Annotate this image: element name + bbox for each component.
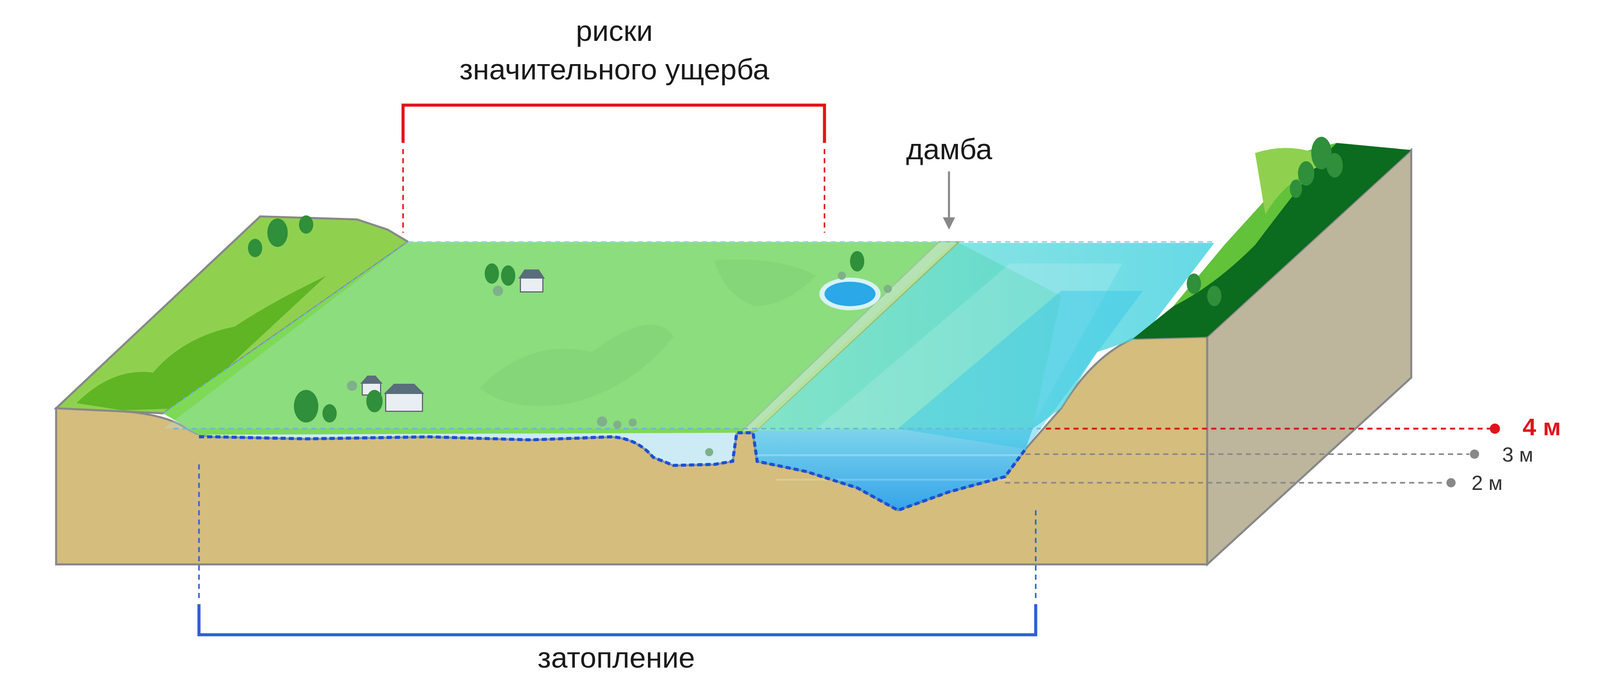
illustration-part	[484, 263, 500, 284]
illustration-part	[757, 453, 1021, 456]
illustration-part	[403, 148, 825, 233]
illustration-part	[346, 271, 892, 456]
illustration-part	[1045, 427, 1490, 430]
illustration-part	[775, 478, 1011, 481]
illustration-part	[198, 603, 1036, 635]
wrap-spacer	[444, 11, 536, 50]
illustration-part	[704, 447, 714, 456]
illustration-part	[943, 217, 956, 230]
level-markers	[1005, 423, 1501, 487]
illustration-part	[849, 251, 865, 272]
illustration-part	[520, 277, 543, 292]
illustration-part	[198, 432, 1026, 511]
land-surface	[56, 142, 1412, 449]
illustration-part	[247, 238, 263, 257]
illustration-part	[500, 265, 516, 286]
illustration-part	[299, 215, 314, 234]
level-label: 2 м	[1471, 469, 1503, 496]
illustration-part	[819, 277, 881, 311]
illustration-part	[1173, 142, 1337, 306]
flood-line	[198, 432, 1026, 511]
illustration-part	[492, 285, 503, 296]
dam-label: дамба	[906, 129, 993, 169]
zone-heading: затопление	[537, 637, 696, 677]
illustration-part	[596, 416, 608, 427]
illustration-part	[1489, 423, 1501, 434]
illustration-part	[403, 104, 825, 143]
illustration-part	[267, 218, 288, 247]
wrap-spacer	[693, 11, 785, 50]
illustration-part	[163, 241, 409, 413]
brackets	[198, 104, 1036, 635]
zone-heading: риски значительного ущерба	[444, 11, 785, 89]
illustration-part	[1289, 179, 1303, 199]
illustration-part	[163, 241, 955, 429]
illustration-part	[824, 281, 876, 306]
illustration-part	[518, 269, 545, 279]
level-label: 4 м	[1522, 410, 1562, 443]
illustration-part	[628, 418, 637, 427]
illustration-part	[1469, 449, 1479, 459]
illustration-part	[897, 290, 1143, 449]
illustration-part	[360, 375, 383, 384]
illustration-part	[385, 392, 423, 412]
illustration-part	[322, 403, 337, 423]
illustration-part	[1207, 285, 1222, 307]
illustration-part	[1005, 481, 1446, 484]
illustration-part	[1326, 152, 1344, 178]
illustration-part	[1297, 161, 1315, 186]
illustration-part	[883, 284, 892, 293]
illustration-part	[1132, 142, 1412, 339]
illustration-part	[383, 383, 425, 394]
illustration-part	[173, 427, 1041, 430]
illustration-part	[1025, 453, 1470, 455]
illustration-part	[247, 136, 1344, 423]
illustration-part	[408, 240, 1215, 243]
illustration-part	[837, 271, 846, 280]
level-label: 3 м	[1502, 440, 1534, 468]
illustration-part	[198, 460, 1036, 598]
illustration-part	[613, 420, 622, 429]
illustration-part	[948, 171, 951, 219]
illustration-part	[1446, 477, 1456, 487]
illustration-part	[1186, 273, 1201, 294]
scenery	[247, 136, 1344, 456]
illustration-part	[366, 389, 383, 413]
illustration-part	[293, 389, 319, 423]
illustration-part	[346, 380, 358, 391]
terrain-block	[56, 150, 1412, 565]
